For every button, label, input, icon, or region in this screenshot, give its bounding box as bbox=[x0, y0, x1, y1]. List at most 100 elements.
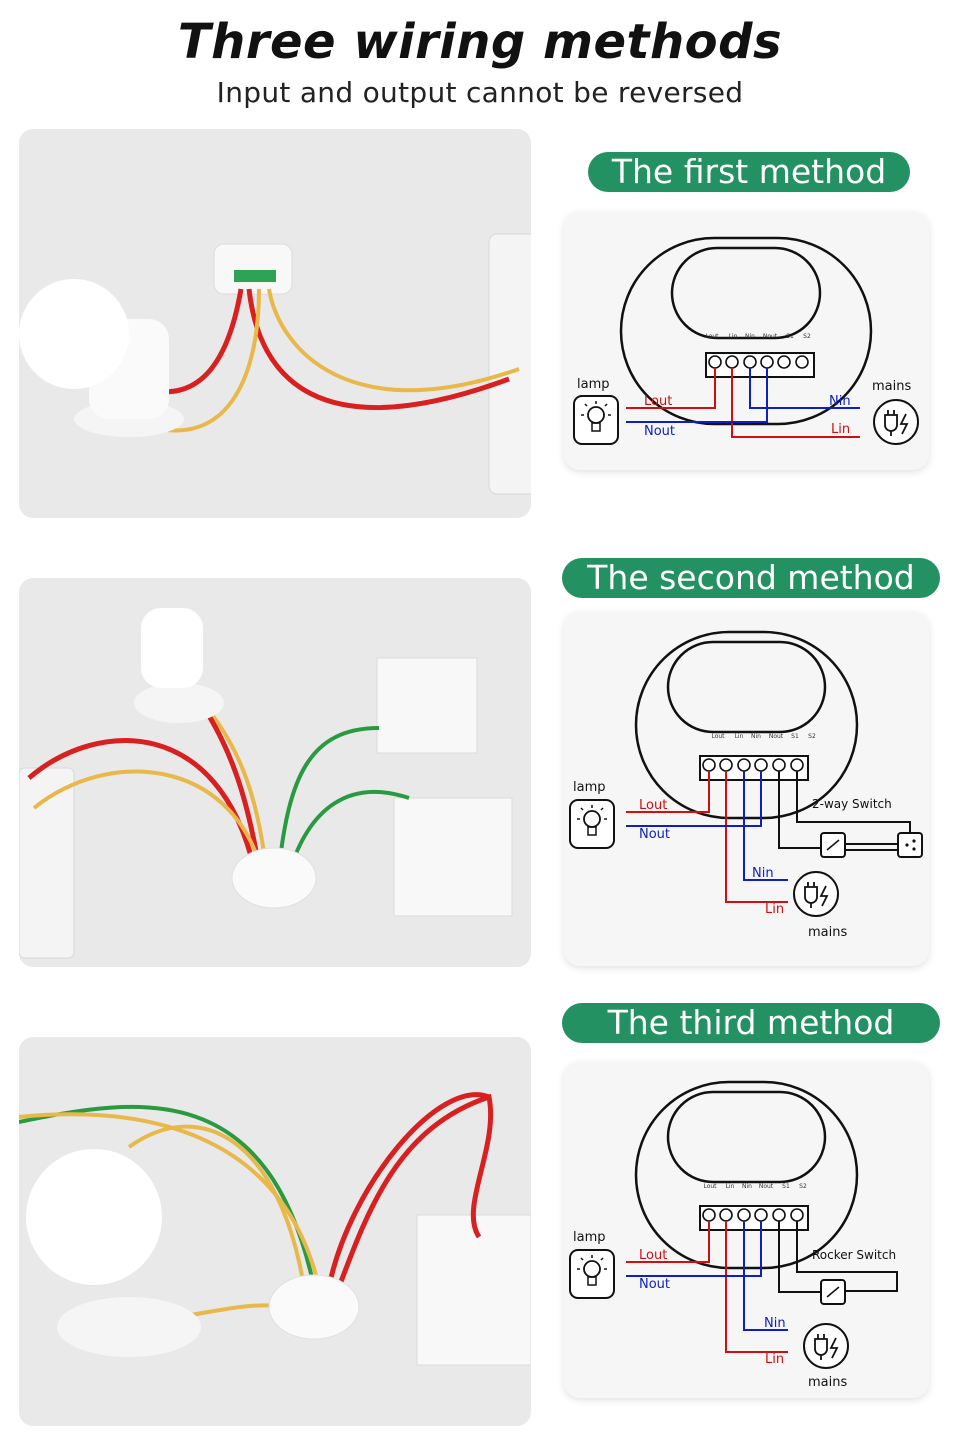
terminal-label-nout: Nout bbox=[769, 733, 784, 740]
nout-label: Nout bbox=[639, 827, 670, 842]
lout-wire bbox=[626, 1221, 710, 1263]
method-2-diagram: Lout Lin Nin Nout S1 S2 Lout Nout Nin Li… bbox=[564, 612, 929, 966]
nin-label: Nin bbox=[752, 866, 774, 881]
wiring-photo-3-illustration bbox=[19, 1092, 531, 1366]
lamp-base bbox=[57, 1297, 201, 1357]
module-terminal-block bbox=[234, 270, 276, 282]
nin-label: Nin bbox=[829, 394, 851, 409]
wiring-photo-2 bbox=[19, 578, 531, 967]
nin-label: Nin bbox=[764, 1316, 786, 1331]
lout-label: Lout bbox=[639, 1248, 667, 1263]
switch-icon bbox=[820, 1279, 846, 1305]
mains-label: mains bbox=[872, 379, 911, 394]
nout-wire bbox=[626, 1221, 762, 1277]
switch-icon bbox=[820, 832, 846, 858]
page-subtitle: Input and output cannot be reversed bbox=[216, 76, 744, 109]
terminal-label-nin: Nin bbox=[745, 333, 755, 340]
light-bulb bbox=[19, 279, 129, 389]
lout-wire bbox=[626, 368, 716, 409]
terminal-label-lout: Lout bbox=[705, 333, 719, 340]
nin-wire bbox=[743, 771, 788, 881]
lin-wire bbox=[725, 1221, 788, 1353]
terminal-label-lin: Lin bbox=[729, 333, 738, 340]
method-1-label: The first method bbox=[588, 152, 910, 192]
s2-wire bbox=[796, 1221, 898, 1292]
nout-label: Nout bbox=[639, 1277, 670, 1292]
terminal-label-s1: S1 bbox=[786, 333, 794, 340]
s2-wire bbox=[796, 771, 911, 834]
lout-wire bbox=[626, 771, 710, 813]
terminal-label-lout: Lout bbox=[703, 1183, 717, 1190]
terminal-label-nout: Nout bbox=[759, 1183, 774, 1190]
light-bulb bbox=[141, 608, 203, 688]
nout-wire bbox=[626, 368, 768, 423]
wall-switch bbox=[416, 1214, 531, 1366]
terminal-block bbox=[699, 1205, 809, 1231]
lout-label: Lout bbox=[639, 798, 667, 813]
mains-label: mains bbox=[808, 1375, 847, 1390]
nin-wire bbox=[743, 1221, 788, 1331]
wiring-photo-1-illustration bbox=[19, 233, 531, 495]
lamp-label: lamp bbox=[573, 1230, 606, 1245]
wiring-photo-1 bbox=[19, 129, 531, 518]
lamp-base bbox=[134, 683, 224, 723]
smart-module bbox=[213, 243, 293, 295]
method-2-wiring-svg: Lout Lin Nin Nout S1 S2 Lout Nout Nin Li… bbox=[569, 630, 923, 940]
terminal-label-lin: Lin bbox=[726, 1183, 735, 1190]
method-3-diagram: Lout Lin Nin Nout S1 S2 Lout Nout Nin Li… bbox=[564, 1062, 929, 1398]
wiring-photo-3 bbox=[19, 1037, 531, 1426]
lin-wire bbox=[725, 771, 788, 903]
device-inner-panel bbox=[666, 640, 827, 734]
method-2-label: The second method bbox=[562, 558, 940, 598]
lin-label: Lin bbox=[765, 1352, 784, 1367]
lamp-label: lamp bbox=[573, 780, 606, 795]
method-3-label: The third method bbox=[562, 1003, 940, 1043]
device-outer-shell bbox=[634, 1080, 859, 1270]
page-title: Three wiring methods bbox=[177, 14, 783, 70]
power-strip bbox=[488, 233, 531, 495]
lin-label: Lin bbox=[765, 902, 784, 917]
bulb-icon bbox=[569, 1249, 615, 1299]
terminal-label-s2: S2 bbox=[808, 733, 816, 740]
lin-wire bbox=[731, 368, 860, 438]
switch-icon bbox=[897, 832, 923, 858]
s1-wire bbox=[778, 771, 822, 849]
wall-switch-2 bbox=[393, 797, 513, 917]
method-1-diagram: Lout Lin Nin Nout S1 S2 Lout Nout Nin Li… bbox=[564, 212, 929, 470]
nin-wire bbox=[749, 368, 860, 409]
device-outer-shell bbox=[634, 630, 859, 820]
mains-label: mains bbox=[808, 925, 847, 940]
terminal-label-s1: S1 bbox=[782, 1183, 790, 1190]
terminal-label-nin: Nin bbox=[751, 733, 761, 740]
nout-wire bbox=[626, 771, 762, 827]
switch-label: Rocker Switch bbox=[812, 1248, 896, 1262]
power-strip bbox=[19, 767, 75, 959]
terminal-label-lin: Lin bbox=[735, 733, 744, 740]
wall-switch-1 bbox=[376, 657, 478, 754]
lout-label: Lout bbox=[644, 394, 672, 409]
plug-icon bbox=[873, 399, 919, 445]
switch-label: 2-way Switch bbox=[812, 797, 892, 811]
lamp-label: lamp bbox=[577, 377, 610, 392]
terminal-block bbox=[699, 755, 809, 781]
bulb-icon bbox=[569, 799, 615, 849]
lin-label: Lin bbox=[831, 422, 850, 437]
device-inner-panel bbox=[670, 246, 822, 340]
s1-wire bbox=[778, 1221, 822, 1293]
light-bulb bbox=[26, 1149, 162, 1285]
smart-module bbox=[231, 847, 317, 909]
terminal-label-s2: S2 bbox=[799, 1183, 807, 1190]
method-1-wiring-svg: Lout Lin Nin Nout S1 S2 Lout Nout Nin Li… bbox=[573, 236, 919, 445]
terminal-label-nin: Nin bbox=[742, 1183, 752, 1190]
method-3-wiring-svg: Lout Lin Nin Nout S1 S2 Lout Nout Nin Li… bbox=[569, 1080, 898, 1390]
terminal-label-s2: S2 bbox=[803, 333, 811, 340]
wiring-photo-2-illustration bbox=[19, 608, 513, 959]
terminal-label-s1: S1 bbox=[791, 733, 799, 740]
terminal-label-lout: Lout bbox=[711, 733, 725, 740]
terminal-label-nout: Nout bbox=[763, 333, 778, 340]
plug-icon bbox=[793, 871, 839, 917]
plug-icon bbox=[803, 1323, 849, 1369]
device-outer-shell bbox=[619, 236, 873, 426]
smart-module bbox=[268, 1274, 360, 1340]
bulb-icon bbox=[573, 395, 619, 445]
